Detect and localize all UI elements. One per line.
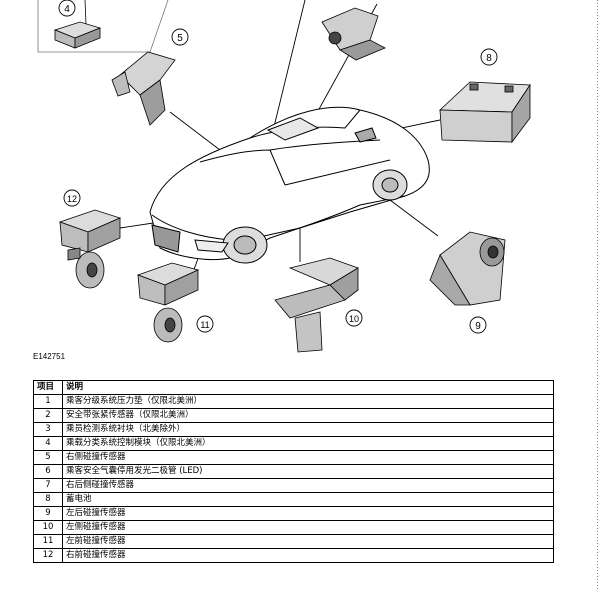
vehicle-outline — [149, 106, 430, 264]
svg-text:5: 5 — [177, 33, 183, 44]
sensor-10-part — [274, 257, 359, 353]
row-number: 2 — [33, 408, 63, 423]
row-description: 左后碰撞传感器 — [62, 506, 554, 521]
callout-9: 9 — [469, 316, 487, 334]
row-description: 乘客安全气囊停用发光二极管 (LED) — [62, 464, 554, 479]
row-number: 9 — [33, 506, 63, 521]
row-description: 右前碰撞传感器 — [62, 548, 554, 563]
header-item: 项目 — [33, 380, 63, 395]
svg-text:9: 9 — [475, 321, 481, 332]
sensor-12-part — [58, 209, 122, 289]
row-number: 8 — [33, 492, 63, 507]
callout-8: 8 — [480, 48, 498, 66]
row-description: 安全带张紧传感器（仅限北美洲） — [62, 408, 554, 423]
row-number: 5 — [33, 450, 63, 465]
control-module-inset — [37, 0, 169, 53]
sensor-5-part — [111, 51, 176, 126]
row-number: 1 — [33, 394, 63, 409]
row-description: 左侧碰撞传感器 — [62, 520, 554, 535]
callout-11: 11 — [196, 315, 214, 333]
row-number: 3 — [33, 422, 63, 437]
row-number: 11 — [33, 534, 63, 549]
battery-part — [439, 81, 531, 144]
sensor-9-part — [429, 231, 506, 306]
row-description: 右侧碰撞传感器 — [62, 450, 554, 465]
row-description: 乘员检测系统衬块（北美除外） — [62, 422, 554, 437]
page-edge-rule — [597, 0, 598, 591]
svg-text:12: 12 — [67, 194, 77, 204]
row-description: 乘载分类系统控制模块（仅限北美洲） — [62, 436, 554, 451]
row-description: 蓄电池 — [62, 492, 554, 507]
row-number: 10 — [33, 520, 63, 535]
row-number: 12 — [33, 548, 63, 563]
row-number: 6 — [33, 464, 63, 479]
row-number: 4 — [33, 436, 63, 451]
callout-12: 12 — [63, 189, 81, 207]
callout-10: 10 — [345, 309, 363, 327]
callout-4: 4 — [58, 0, 76, 17]
sensor-11-part — [136, 262, 200, 343]
svg-text:11: 11 — [200, 320, 209, 330]
header-description: 说明 — [62, 380, 554, 395]
svg-text:4: 4 — [64, 4, 70, 15]
row-description: 乘客分级系统压力垫（仅限北美洲） — [62, 394, 554, 409]
callout-5: 5 — [171, 28, 189, 46]
row-number: 7 — [33, 478, 63, 493]
sensor-3-part — [321, 7, 386, 61]
row-description: 右后侧碰撞传感器 — [62, 478, 554, 493]
svg-text:10: 10 — [349, 314, 359, 324]
row-description: 左前碰撞传感器 — [62, 534, 554, 549]
figure-caption: E142751 — [33, 352, 66, 361]
svg-text:8: 8 — [486, 53, 492, 64]
table-header-row: 项目 说明 — [33, 380, 554, 395]
component-location-illustration: 4 5 8 — [37, 0, 531, 353]
